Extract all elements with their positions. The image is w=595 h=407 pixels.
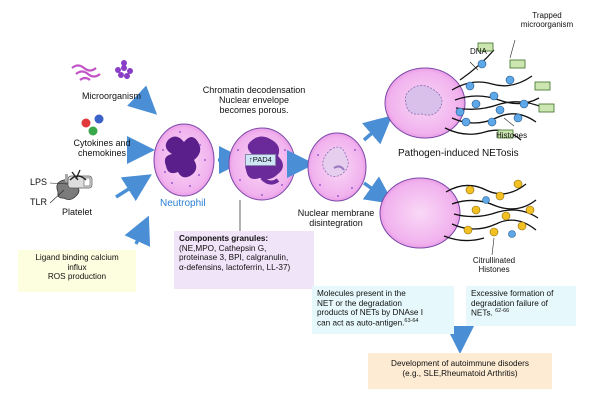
cytokines-label-line1: Cytokines and [73,138,131,148]
cytokines-label: Cytokines and chemokines [60,138,144,158]
pathogen-net-cell [384,39,555,141]
dna-label: DNA [470,47,487,56]
citrullinated-net-cell [379,177,539,256]
chromatin-label-line2: Nuclear envelope [218,95,290,106]
excessive-box-line1: Excessive formation of [471,289,554,298]
disintegration-cell [307,132,367,202]
granules-box-line3: α-defensins, lactoferrin, LL-37) [179,263,291,273]
ligand-box-line1: Ligand binding calcium [35,253,119,262]
chromatin-label-line3: becomes porous. [219,105,289,116]
histone-markers-blue [455,59,529,127]
trapped-microorganism-label: Trapped microorganism [514,11,580,30]
autoimmune-box-line1: Development of autoimmune disoders [391,359,529,368]
platelet-label: Platelet [62,207,93,217]
granules-box-line1: (NE,MPO, Cathepsin G, [179,243,267,253]
excessive-formation-box: Excessive formation of degradation failu… [466,286,576,326]
citrullinated-label-line2: Histones [478,264,510,274]
citrullinated-label-line1: Citrullinated [472,256,516,265]
molecules-box-ref: 63-64 [404,318,419,325]
trapped-label-line2: microorganism [520,19,574,29]
ligand-binding-box: Ligand binding calcium influx ROS produc… [18,250,136,292]
molecules-box-line2: NET or the degradation [317,298,402,308]
molecules-box-line3: products of NETs by DNAse I [317,308,424,318]
lps-label: LPS [30,177,48,187]
netosis-arrows [361,115,394,205]
input-arrows [115,85,158,247]
autoimmune-box-line2: (e.g., SLE,Rheumatoid Arthritis) [402,368,518,378]
nuclear-membrane-label: Nuclear membrane disintegration [294,208,378,228]
histones-label: Histones [496,131,528,140]
trapped-label-line1: Trapped [532,11,562,20]
molecules-box-line1: Molecules present in the [317,289,406,298]
pathogen-netosis-label: Pathogen-induced NETosis [398,148,519,159]
molecules-box-line4: can act as auto-antigen.63-64 [317,318,449,328]
tlr-label: TLR [30,197,48,207]
cytokines-label-line2: chemokines [77,148,127,159]
nuclear-membrane-label-line2: disintegration [309,218,363,229]
excessive-box-line3-wrap: NETs. 62-66 [471,308,571,318]
cytokines-icon [81,114,104,136]
components-granules-box: Components granules: (NE,MPO, Cathepsin … [174,231,314,289]
chromatin-label: Chromatin decodensation Nuclear envelope… [196,85,312,115]
histone-markers-yellow [463,179,535,237]
tlr-receptor-icon [49,169,93,204]
nuclear-membrane-label-line1: Nuclear membrane [297,208,375,218]
granules-box-line2: proteinase 3, BPI, calgranulin, [179,253,289,263]
ligand-box-line3: ROS production [47,272,107,282]
molecules-autoantigen-box: Molecules present in the NET or the degr… [312,286,454,334]
excessive-box-line3: NETs. [471,309,493,319]
citrullinated-histones-label: Citrullinated Histones [458,256,530,275]
excessive-box-ref: 62-66 [495,308,510,315]
granules-box-title: Components granules: [179,234,269,243]
pad4-label: ↑PAD4 [245,154,276,167]
excessive-box-line2: degradation failure of [471,298,548,308]
neutrophil-cell [153,123,215,197]
molecules-box-line4-text: can act as auto-antigen. [317,318,405,328]
microorganism-icon [71,60,133,81]
microorganism-label: Microorganism [82,91,142,101]
trapped-microorganism-icon [477,42,555,139]
chromatin-label-line1: Chromatin decodensation [202,85,306,95]
pad4-cell [228,127,296,232]
ligand-box-line2: influx [67,262,87,272]
autoimmune-disorders-box: Development of autoimmune disoders (e.g.… [368,353,552,389]
neutrophil-label: Neutrophil [160,198,206,209]
